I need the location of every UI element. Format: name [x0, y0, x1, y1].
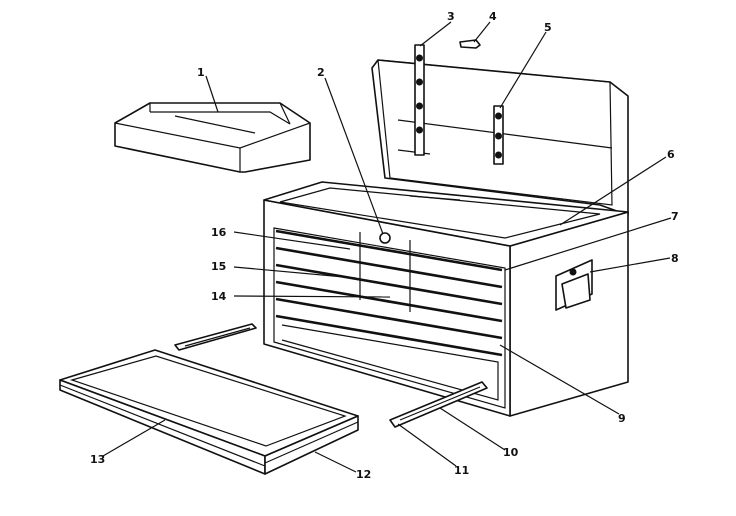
callout-15: 15: [211, 260, 226, 273]
callout-7: 7: [671, 210, 679, 223]
leader-lines: [102, 21, 672, 473]
callout-6: 6: [667, 148, 675, 161]
callout-13: 13: [90, 453, 105, 466]
callout-1: 1: [197, 66, 205, 79]
callout-8: 8: [671, 252, 679, 265]
bottom-drawer: [59, 349, 359, 475]
stay-pin: [459, 39, 481, 49]
callout-14: 14: [211, 290, 227, 303]
callout-2: 2: [317, 66, 325, 79]
callout-5: 5: [544, 21, 552, 34]
lock: [379, 232, 391, 244]
lid-stay-right: [493, 105, 504, 165]
callout-16: 16: [211, 226, 227, 239]
callout-9: 9: [618, 412, 626, 425]
callout-12: 12: [356, 468, 371, 481]
callout-4: 4: [489, 10, 497, 23]
callout-10: 10: [503, 446, 519, 459]
side-handle: [555, 259, 593, 311]
callout-11: 11: [454, 464, 469, 477]
drawer-slide-right: [389, 381, 488, 428]
lid-stay-left: [414, 44, 425, 156]
drawer-slide-upper: [174, 323, 257, 351]
callout-3: 3: [447, 10, 455, 23]
tote-tray: [114, 102, 311, 173]
callout-labels: 1 2 3 4 5 6 7 8 9 10 11 12 13 14 15 16: [90, 10, 679, 481]
chest-body: [263, 181, 629, 417]
